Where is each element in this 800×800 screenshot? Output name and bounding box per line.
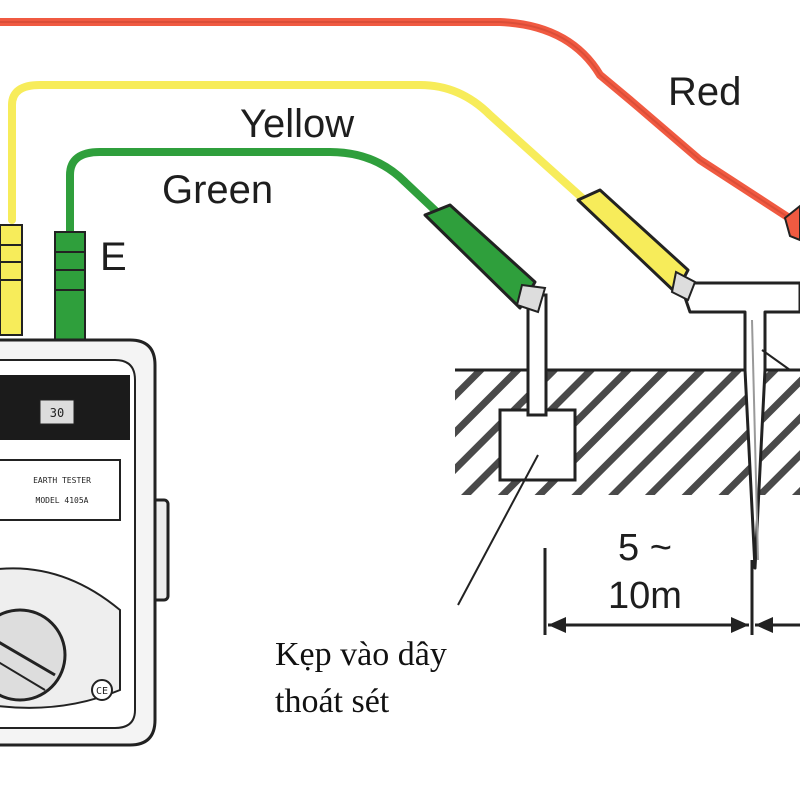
red-clip (783, 204, 800, 242)
red-wire-label: Red (668, 70, 741, 114)
ce-mark-circle (91, 679, 113, 701)
yellow-wire-label: Yellow (240, 102, 354, 146)
model-plate (0, 459, 121, 521)
green-wire-label: Green (162, 168, 273, 212)
auxiliary-spike (678, 281, 800, 570)
distance-dimension (543, 548, 800, 635)
terminal-e-label: E (100, 235, 127, 279)
model-plate-line-1: EARTH TESTER (33, 476, 91, 485)
distance-label-line-1: 5 ~ (618, 527, 672, 569)
green-wire (66, 148, 444, 239)
ce-mark: CE (96, 686, 108, 697)
rotary-knob (0, 608, 67, 702)
annotation-line-2: thoát sét (275, 683, 390, 720)
range-badge (39, 399, 75, 425)
annotation-leader-line (457, 454, 539, 606)
terminal-yellow (0, 224, 23, 336)
earth-tester-instrument: 30 EARTH TESTER MODEL 4105A CE (0, 338, 170, 747)
green-clip (423, 203, 547, 314)
earth-electrode-box (498, 408, 577, 482)
yellow-clip (576, 188, 697, 302)
model-plate-line-2: MODEL 4105A (36, 496, 89, 505)
range-badge-text: 30 (50, 406, 64, 420)
terminal-green (54, 231, 86, 341)
distance-label-line-2: 10m (608, 575, 682, 617)
yellow-wire (8, 81, 594, 224)
red-wire (0, 18, 800, 229)
annotation-line-1: Kẹp vào dây (275, 636, 447, 673)
earth-rod (526, 293, 548, 417)
